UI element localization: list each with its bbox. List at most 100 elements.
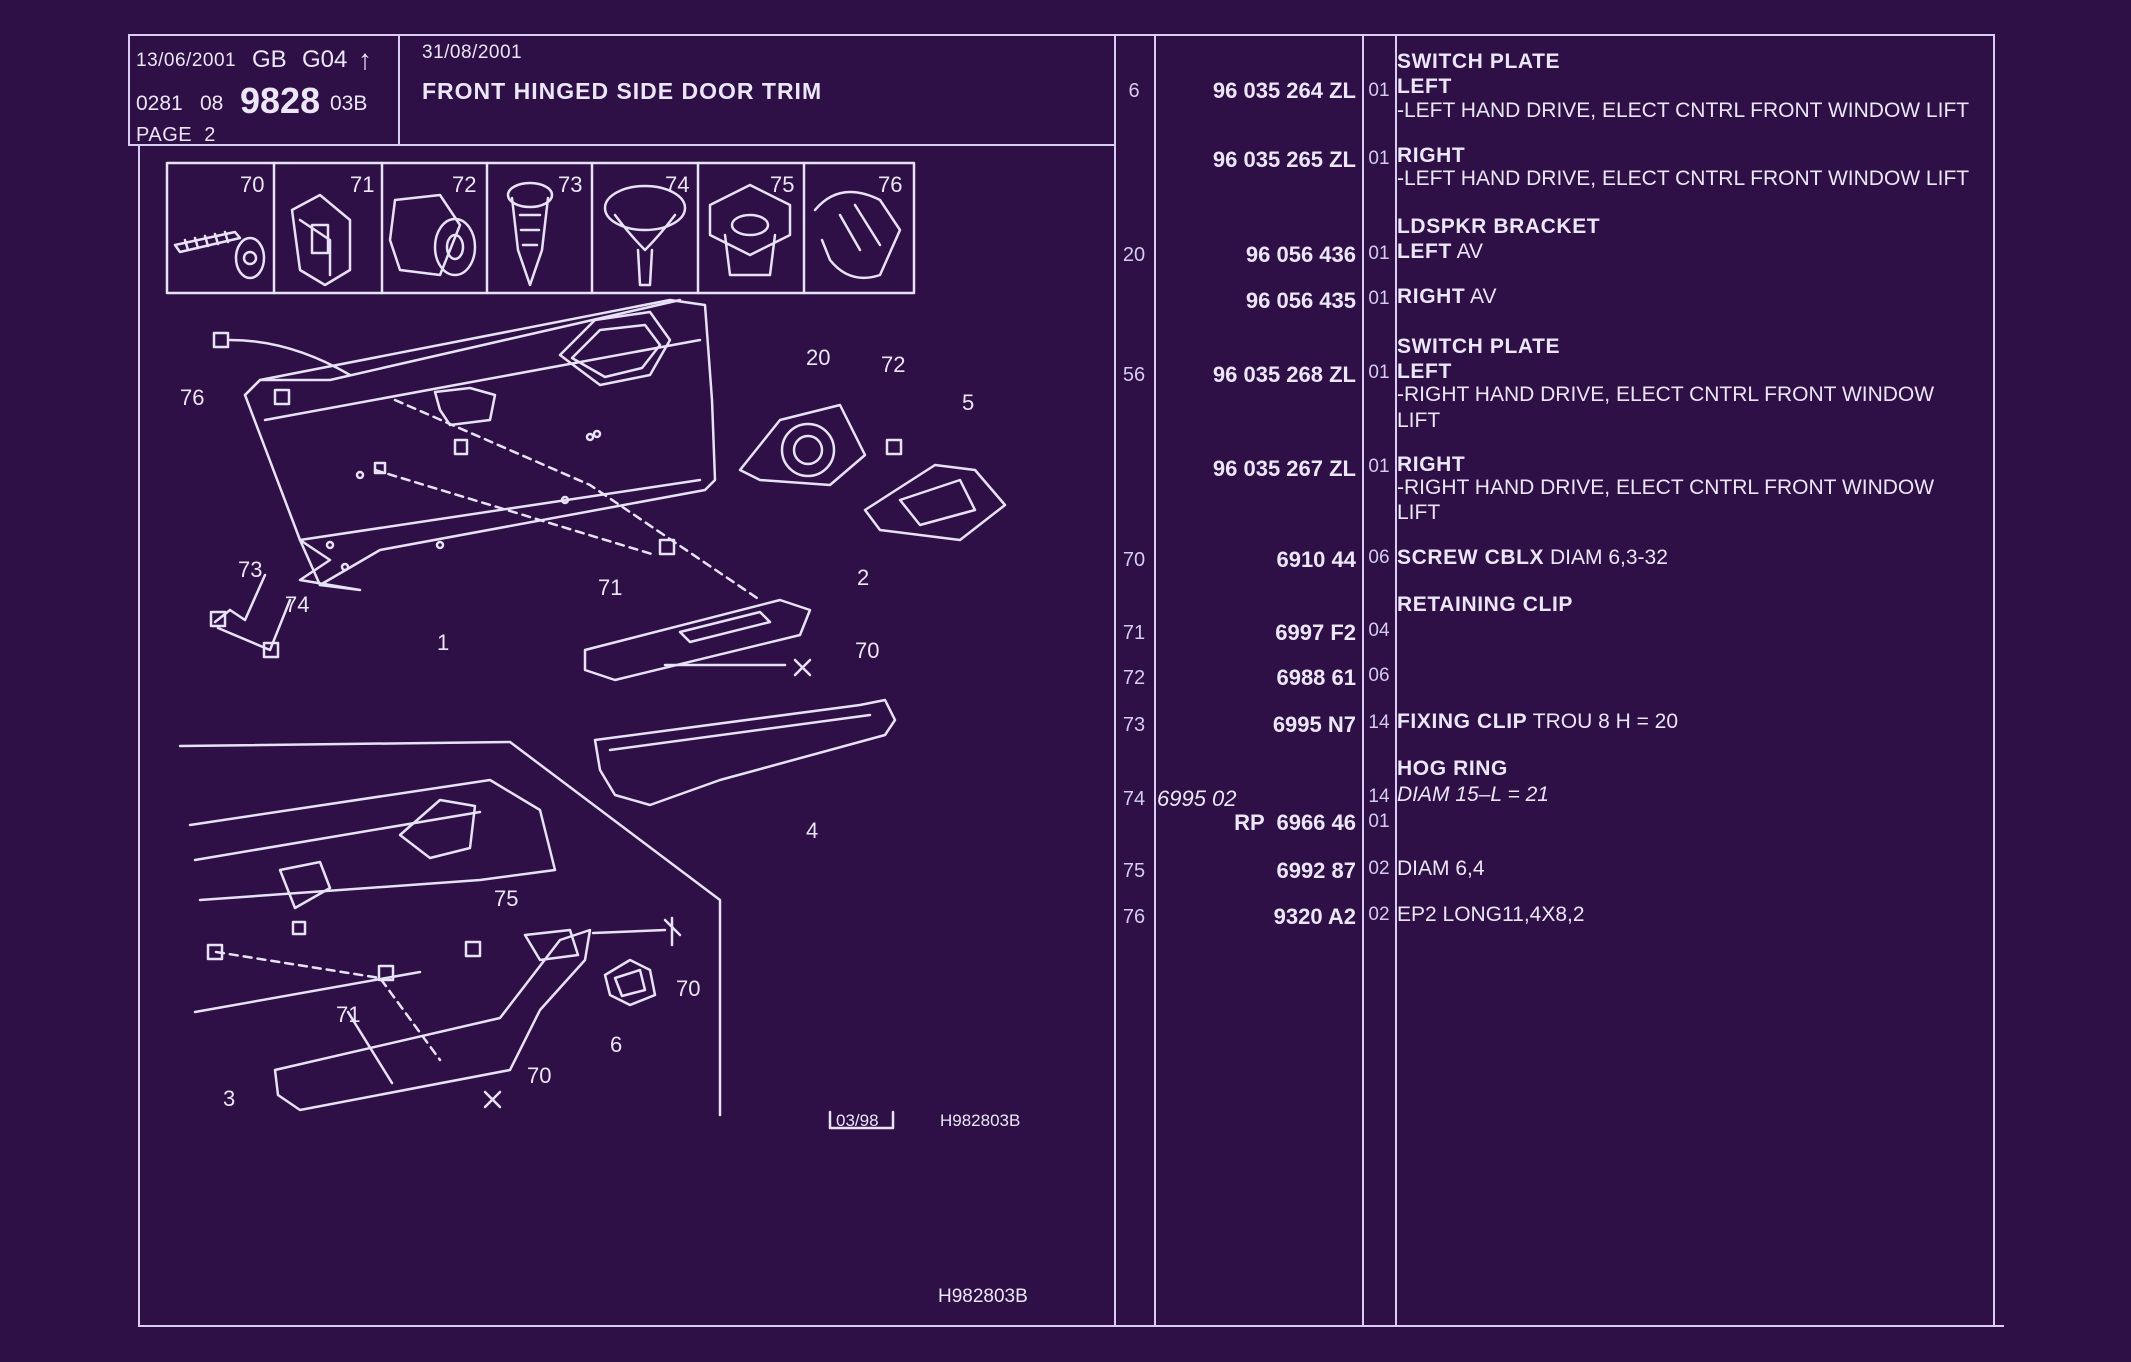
ref-cell: 70 (1122, 549, 1146, 571)
callout-label: 71 (598, 575, 622, 600)
part-note: -RIGHT HAND DRIVE, ELECT CNTRL FRONT WIN… (1397, 476, 1935, 499)
part-number: 6997 F2 (1275, 620, 1356, 645)
exploded-view-drawing: 70 71 72 73 74 75 76 76 20 72 5 73 74 71… (165, 161, 1028, 1307)
drawing-ref-bottom: H982803B (938, 1286, 1028, 1307)
part-note: -RIGHT HAND DRIVE, ELECT CNTRL FRONT WIN… (1397, 383, 1935, 406)
speaker-bracket (738, 403, 867, 487)
inset-number-label: 70 (240, 172, 264, 197)
part-sub: RIGHT (1397, 453, 1466, 476)
part-number: 96 035 267 ZL (1212, 456, 1356, 481)
part-note: DIAM 15–L = 21 (1397, 783, 1549, 806)
part-name: RETAINING CLIP (1397, 593, 1574, 616)
qty-cell: 01 (1368, 811, 1390, 832)
callout-label: 71 (336, 1002, 360, 1027)
edition-label: 03/98 (836, 1111, 879, 1130)
qty-cell: 02 (1368, 904, 1390, 925)
qty-cell: 14 (1368, 786, 1390, 807)
page-title: FRONT HINGED SIDE DOOR TRIM (422, 78, 823, 104)
inset-number-label: 75 (770, 172, 794, 197)
qty-cell: 06 (1368, 665, 1390, 686)
part-sub-rest: AV (1465, 285, 1497, 308)
callout-label: 5 (962, 390, 974, 415)
part-desc-line: SCREW CBLX DIAM 6,3-32 (1397, 545, 1997, 570)
part-number: 96 035 265 ZL (1212, 147, 1356, 172)
col-divider-3 (1362, 34, 1364, 1326)
frame-right (1993, 34, 1995, 1326)
callout-label: 70 (676, 976, 700, 1001)
frame-bottom (138, 1325, 2004, 1327)
qty-cell: 14 (1368, 712, 1390, 733)
callout-label: 75 (494, 886, 518, 911)
part-sub-line: RIGHT AV (1397, 284, 1997, 309)
part-number: 6992 87 (1276, 858, 1356, 883)
header-plate-number: 9828 (240, 80, 321, 121)
callout-label: 70 (527, 1063, 551, 1088)
inset-number-label: 72 (452, 172, 476, 197)
part-note: LIFT (1397, 501, 1441, 524)
armrest (593, 698, 897, 807)
clip-75-icon (708, 183, 792, 277)
fastener-inset-box (165, 161, 916, 295)
part-name: LDSPKR BRACKET (1397, 215, 1601, 238)
ref-cell: 75 (1122, 860, 1146, 882)
qty-cell: 01 (1368, 288, 1390, 309)
header-code: 0281 (136, 92, 183, 115)
header-date2: 31/08/2001 (422, 42, 523, 63)
header-divider-h (128, 144, 1114, 146)
part-sub: LEFT (1397, 240, 1452, 263)
handle-insert (583, 598, 812, 682)
part-note: EP2 LONG11,4X8,2 (1397, 903, 1585, 926)
part-name: SCREW CBLX (1397, 546, 1545, 569)
ref-cell: 71 (1122, 622, 1146, 644)
callout-label: 74 (285, 592, 309, 617)
inset-number-label: 71 (350, 172, 374, 197)
outer-frame-left (128, 34, 130, 144)
col-divider-4 (1395, 34, 1397, 1326)
ref-cell: 73 (1122, 714, 1146, 736)
qty-cell: 02 (1368, 858, 1390, 879)
part-name: SWITCH PLATE (1397, 335, 1561, 358)
part-note: DIAM 6,4 (1397, 857, 1485, 880)
header-divider-v (398, 36, 400, 144)
callout-label: 6 (610, 1032, 622, 1057)
part-number: 6995 N7 (1272, 712, 1356, 737)
header-code2: 08 (200, 92, 224, 115)
inset-number-label: 74 (665, 172, 689, 197)
header-group: G04 (302, 46, 348, 73)
inset-number-labels: 70 71 72 73 74 75 76 (240, 172, 902, 197)
part-name: HOG RING (1397, 757, 1508, 780)
screw-icon (173, 230, 266, 280)
qty-cell: 01 (1368, 243, 1390, 264)
ref-cell: 72 (1122, 667, 1146, 689)
ref-cell: 6 (1128, 80, 1140, 102)
part-sub: RIGHT (1397, 144, 1466, 167)
part-number: 96 056 436 (1245, 242, 1356, 267)
qty-cell: 01 (1368, 80, 1390, 101)
inset-number-label: 73 (558, 172, 582, 197)
ref-cell: 74 (1122, 788, 1146, 810)
header-date1: 13/06/2001 (136, 50, 237, 71)
clip-nut-icon (388, 193, 477, 277)
callout-label: 70 (855, 638, 879, 663)
qty-cell: 01 (1368, 456, 1390, 477)
up-arrow-icon: ↑ (358, 44, 372, 75)
part-sub-rest: AV (1451, 240, 1484, 263)
part-number: 96 035 264 ZL (1212, 78, 1356, 103)
left-frame-left (138, 144, 140, 1326)
part-number-alt: 6995 02 (1157, 786, 1237, 811)
part-number: 96 056 435 (1245, 288, 1356, 313)
lower-armrest (273, 928, 592, 1112)
col-divider-2 (1154, 34, 1156, 1326)
callout-label: 4 (806, 818, 818, 843)
speaker-grille (863, 463, 1007, 542)
part-sub: LEFT (1397, 75, 1452, 98)
header-block: 13/06/2001 GB G04 ↑ 0281 08 9828 03B PAG… (136, 44, 396, 146)
part-desc-line: FIXING CLIP TROU 8 H = 20 (1397, 709, 1997, 734)
switch-plate-part (603, 958, 657, 1007)
header-suffix: 03B (330, 92, 368, 115)
callout-label: 3 (223, 1086, 235, 1111)
part-rest: TROU 8 H = 20 (1527, 710, 1679, 733)
part-note: -LEFT HAND DRIVE, ELECT CNTRL FRONT WIND… (1397, 99, 1970, 122)
callout-label: 73 (238, 557, 262, 582)
part-name: FIXING CLIP (1397, 710, 1528, 733)
